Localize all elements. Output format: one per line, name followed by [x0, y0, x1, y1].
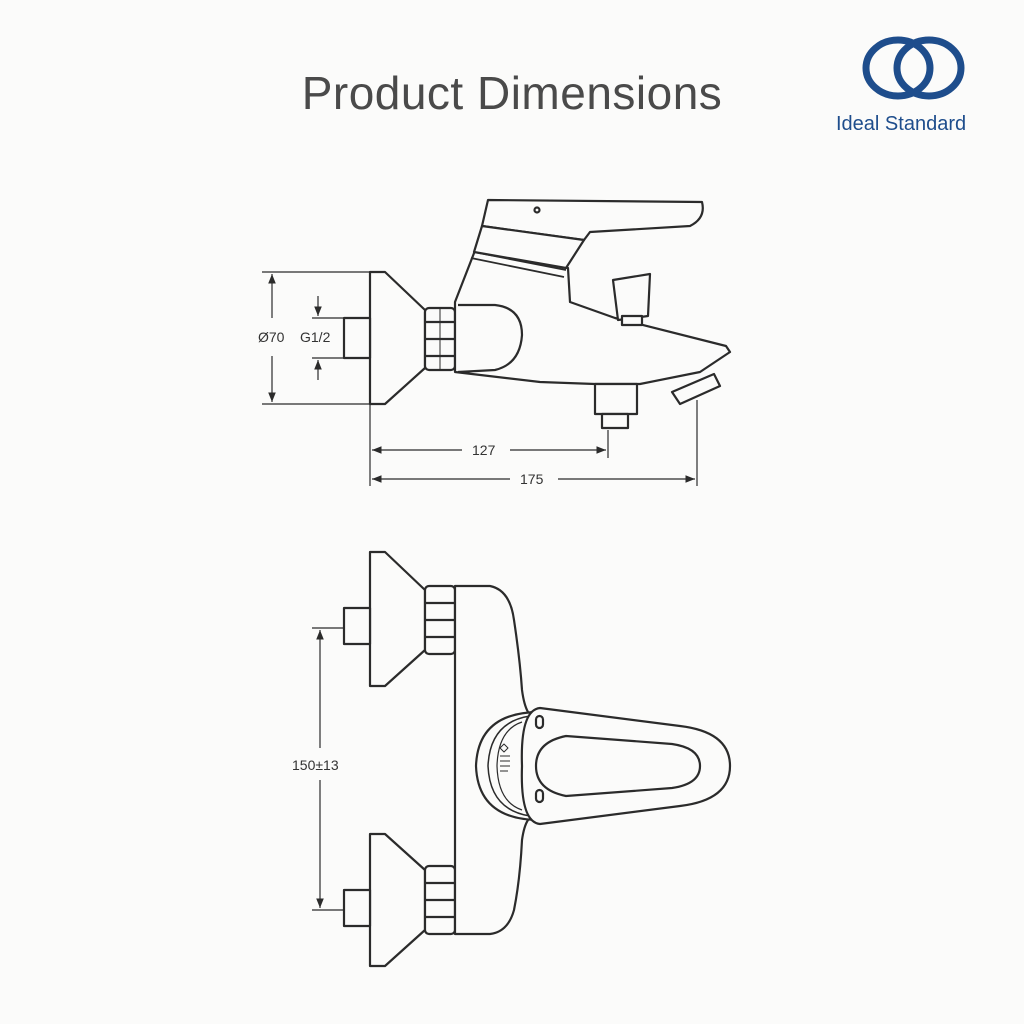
- lever-handle-front: [520, 706, 732, 826]
- diverter-knob: [611, 272, 652, 322]
- handle-logo-mark: [499, 743, 510, 772]
- thread-label: G1/2: [300, 329, 331, 345]
- mixer-body: [453, 246, 732, 386]
- wall-flange: [368, 270, 427, 406]
- top-hex-nut: [423, 584, 457, 656]
- front-view: [342, 550, 732, 968]
- bottom-wall-flange: [368, 832, 427, 968]
- side-view-dimensions: [262, 271, 698, 486]
- brand-logo-icon: [862, 36, 965, 100]
- top-wall-flange: [368, 550, 427, 688]
- inlet-pipe: [342, 316, 372, 360]
- page-title: Product Dimensions: [301, 67, 723, 119]
- diameter-label: Ø70: [258, 329, 285, 345]
- bottom-inlet-pipe: [342, 888, 372, 928]
- hex-nut: [423, 306, 457, 372]
- aerator-tip: [670, 372, 722, 406]
- length-long-label: 175: [520, 471, 544, 487]
- center-distance-label: 150±13: [292, 757, 339, 773]
- bottom-hex-nut: [423, 864, 457, 936]
- brand-name: Ideal Standard: [836, 113, 967, 135]
- lever-handle: [480, 198, 704, 242]
- front-view-dimensions: [312, 627, 344, 911]
- top-inlet-pipe: [342, 606, 372, 646]
- shower-outlet: [593, 382, 639, 416]
- side-view: [342, 198, 732, 430]
- length-short-label: 127: [472, 442, 496, 458]
